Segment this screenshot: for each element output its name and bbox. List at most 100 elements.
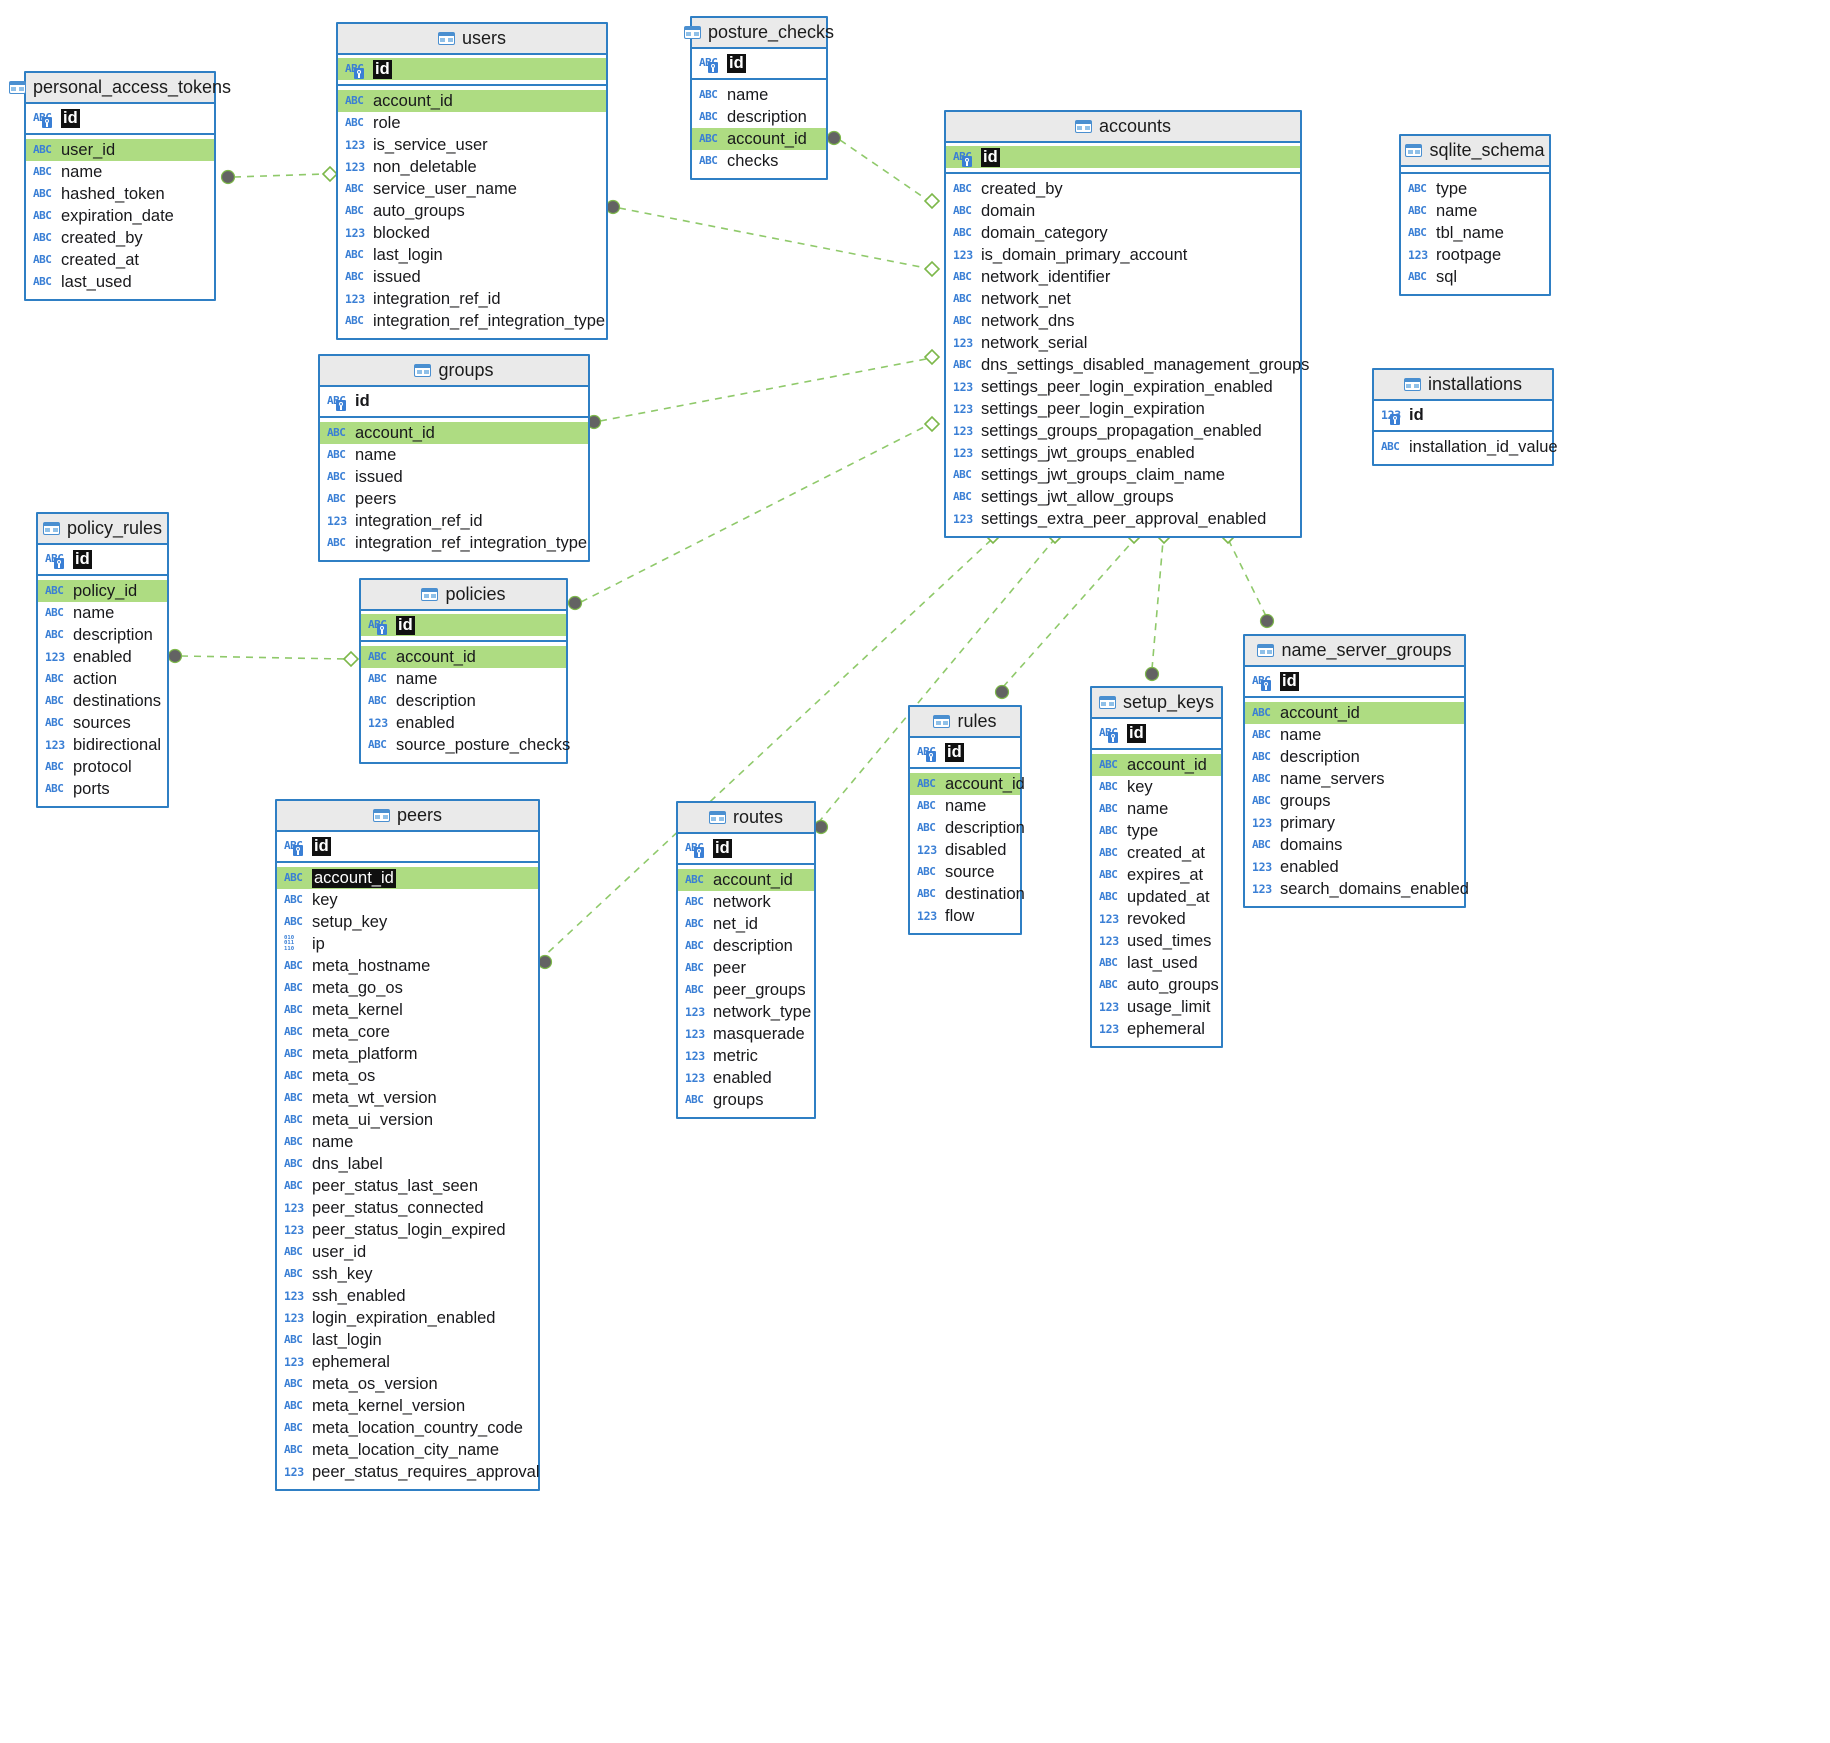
table-installations[interactable]: installations123idABCinstallation_id_val… <box>1372 368 1558 466</box>
table-accounts[interactable]: accountsABCidABCcreated_byABCdomainABCdo… <box>944 110 1309 538</box>
table-header-routes[interactable]: routes <box>678 803 814 834</box>
table-posture_checks[interactable]: posture_checksABCidABCnameABCdescription… <box>683 16 834 180</box>
table-header-policies[interactable]: policies <box>361 580 566 611</box>
table-name_server_groups[interactable]: name_server_groupsABCidABCaccount_idABCn… <box>1243 634 1469 908</box>
table-header-setup_keys[interactable]: setup_keys <box>1092 688 1221 719</box>
pk-column-row[interactable]: ABCid <box>26 107 214 129</box>
pk-column-row[interactable]: ABCid <box>320 390 588 412</box>
table-header-personal_access_tokens[interactable]: personal_access_tokens <box>8 73 231 104</box>
pk-column-row[interactable]: ABCid <box>910 741 1020 763</box>
table-header-posture_checks[interactable]: posture_checks <box>683 18 834 49</box>
table-header-peers[interactable]: peers <box>277 801 538 832</box>
table-header-groups[interactable]: groups <box>320 356 588 387</box>
pk-column-row[interactable]: ABCid <box>1245 670 1464 692</box>
table-header-users[interactable]: users <box>338 24 606 55</box>
pk-column-row[interactable]: ABCid <box>338 58 606 80</box>
table-header-policy_rules[interactable]: policy_rules <box>38 514 167 545</box>
table-groups[interactable]: groupsABCidABCaccount_idABCnameABCissued… <box>318 354 590 562</box>
pk-column-row[interactable]: ABCid <box>692 52 826 74</box>
